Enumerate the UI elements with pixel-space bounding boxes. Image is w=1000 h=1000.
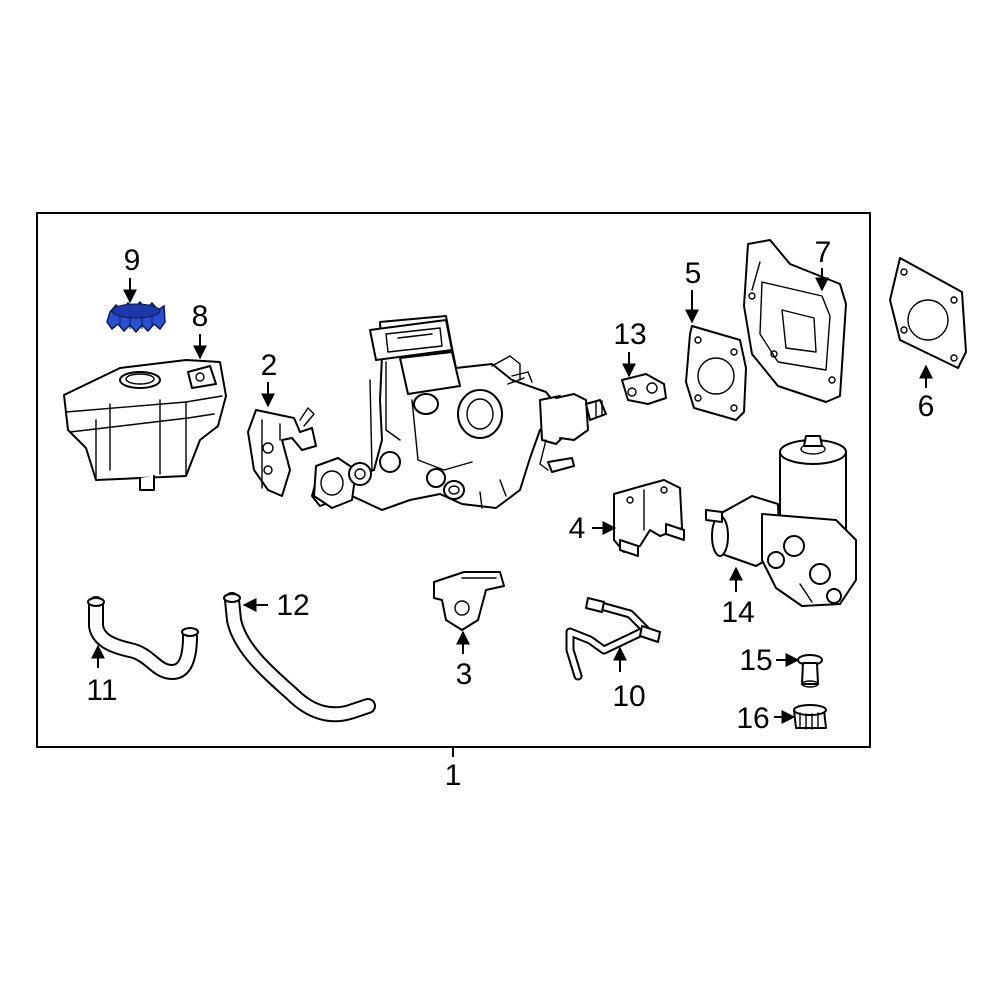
callout-15: 15 [739, 644, 772, 677]
pump-motor[interactable] [705, 435, 857, 607]
callout-12: 12 [276, 589, 309, 622]
gasket-5[interactable] [685, 325, 747, 421]
callout-5: 5 [685, 257, 702, 290]
callout-3: 3 [456, 658, 473, 691]
bracket-13[interactable] [621, 373, 667, 405]
nut-16[interactable] [793, 704, 827, 730]
bracket-3[interactable] [433, 571, 505, 631]
actuator-body[interactable] [311, 315, 607, 511]
callout-1: 1 [445, 759, 462, 792]
bracket-2[interactable] [247, 407, 317, 497]
brake-pipe[interactable] [565, 597, 661, 681]
callout-14: 14 [721, 596, 754, 629]
bolt-15[interactable] [797, 654, 823, 688]
gasket-6[interactable] [889, 257, 967, 369]
callout-6: 6 [918, 390, 935, 423]
callout-11: 11 [86, 674, 117, 707]
hose-11[interactable] [87, 596, 199, 680]
hose-12[interactable] [223, 592, 376, 723]
callout-7: 7 [815, 236, 832, 269]
callout-8: 8 [192, 300, 209, 333]
brake-fluid-reservoir[interactable] [63, 359, 227, 491]
bracket-4[interactable] [613, 479, 685, 557]
callout-2: 2 [261, 349, 278, 382]
callout-4: 4 [569, 512, 586, 545]
callout-13: 13 [613, 318, 646, 351]
callout-10: 10 [612, 680, 645, 713]
reservoir-cap[interactable] [106, 300, 166, 334]
callout-9: 9 [124, 244, 141, 277]
callout-16: 16 [736, 702, 769, 735]
